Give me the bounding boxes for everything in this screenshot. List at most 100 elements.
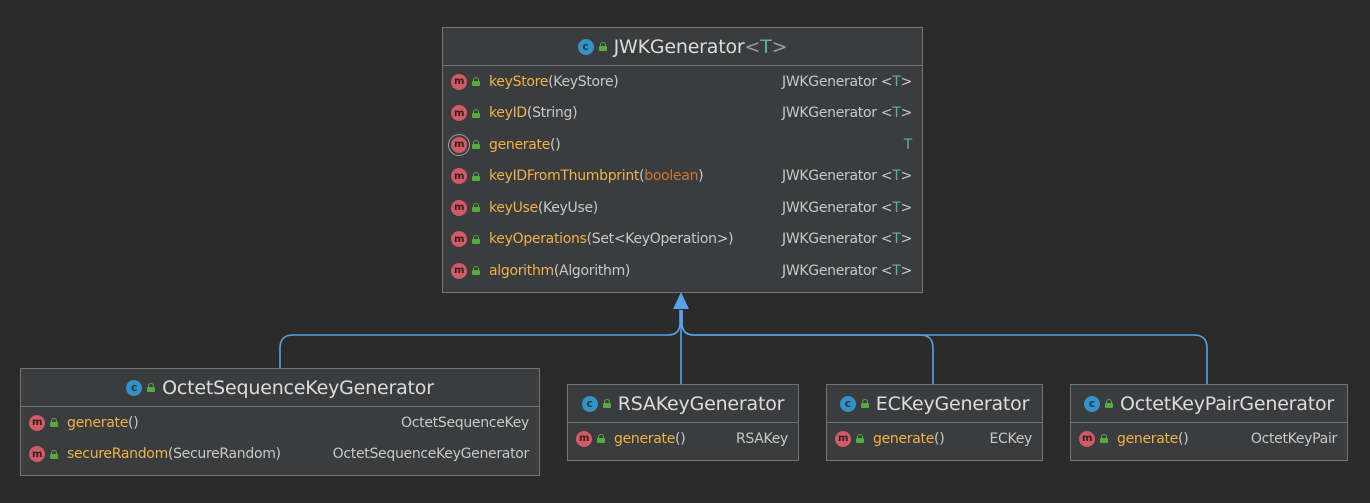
- method-icon: m: [451, 168, 467, 185]
- method-icon: m: [451, 73, 467, 90]
- class-jwkgenerator[interactable]: c JWKGenerator <T> m keyStore(KeyStore) JW…: [442, 27, 923, 293]
- method-name: keyOperations: [489, 231, 587, 248]
- method-icon: m: [835, 430, 851, 447]
- method-name: generate: [489, 136, 551, 153]
- method-params: (): [934, 430, 945, 447]
- method-params: (): [550, 136, 561, 153]
- method-return-type: JWKGenerator <T>: [782, 73, 912, 90]
- public-lock-icon: [1100, 434, 1109, 444]
- method-return-type: JWKGenerator <T>: [782, 262, 912, 279]
- class-icon: c: [126, 379, 143, 396]
- class-name: RSAKeyGenerator: [617, 392, 785, 415]
- public-lock-icon: [856, 434, 865, 444]
- method-return-type: JWKGenerator <T>: [782, 168, 912, 185]
- method-row[interactable]: m keyID(String) JWKGenerator <T>: [443, 98, 922, 130]
- method-params: (): [675, 430, 686, 447]
- method-params: (String): [526, 105, 578, 122]
- method-name: generate: [67, 414, 129, 431]
- method-icon: m: [451, 262, 467, 279]
- return-type-param: T: [892, 168, 901, 185]
- class-icon: c: [581, 395, 598, 412]
- return-type-param: T: [892, 199, 901, 216]
- method-row[interactable]: m keyStore(KeyStore) JWKGenerator <T>: [443, 66, 922, 98]
- public-lock-icon: [472, 77, 481, 87]
- method-name: keyID: [489, 105, 527, 122]
- method-params: (): [128, 414, 139, 431]
- class-icon: c: [577, 38, 594, 55]
- return-type-param: T: [903, 136, 913, 153]
- inheritance-arrowhead: [673, 292, 689, 309]
- method-return-type: OctetSequenceKeyGenerator: [332, 446, 530, 463]
- class-icon: c: [1083, 395, 1100, 412]
- public-lock-icon: [1104, 399, 1114, 408]
- class-header: c OctetKeyPairGenerator: [1071, 385, 1347, 423]
- method-name: keyStore: [489, 73, 549, 90]
- method-return-type: JWKGenerator <T>: [782, 231, 912, 248]
- method-return-type: OctetSequenceKey: [401, 414, 529, 431]
- edge-okp: [681, 310, 1208, 384]
- return-type-param: T: [892, 231, 901, 248]
- method-icon: m: [29, 414, 45, 431]
- class-octetsequencekeygenerator[interactable]: c OctetSequenceKeyGenerator m generate() O…: [20, 368, 540, 476]
- method-icon: m: [1079, 430, 1095, 447]
- method-params: (boolean): [639, 168, 704, 185]
- return-type-name: JWKGenerator: [782, 262, 877, 279]
- method-name: algorithm: [489, 262, 554, 279]
- public-lock-icon: [472, 266, 481, 276]
- method-params: (Set<KeyOperation>): [586, 231, 734, 248]
- method-icon: m: [451, 105, 467, 122]
- method-params: (Algorithm): [553, 262, 631, 279]
- method-params: (): [1178, 430, 1189, 447]
- param-type-boolean: boolean: [644, 168, 699, 185]
- class-icon: c: [839, 395, 856, 412]
- public-lock-icon: [472, 171, 481, 181]
- public-lock-icon: [472, 203, 481, 213]
- abstract-method-icon: m: [451, 136, 467, 153]
- class-octetkeypairgenerator[interactable]: c OctetKeyPairGenerator m generate() Octet…: [1070, 384, 1348, 461]
- method-row[interactable]: m generate() OctetKeyPair: [1071, 423, 1347, 455]
- public-lock-icon: [147, 383, 156, 392]
- method-return-type: RSAKey: [735, 430, 788, 447]
- class-name: JWKGenerator: [613, 35, 745, 58]
- method-return-type: OctetKeyPair: [1250, 430, 1337, 447]
- class-header: c RSAKeyGenerator: [568, 385, 798, 423]
- method-row[interactable]: m generate() T: [443, 129, 922, 161]
- class-name: OctetSequenceKeyGenerator: [162, 376, 434, 399]
- public-lock-icon: [472, 234, 481, 244]
- return-type-name: JWKGenerator: [782, 199, 877, 216]
- return-type-name: JWKGenerator: [782, 231, 877, 248]
- method-return-type: ECKey: [989, 430, 1032, 447]
- method-return-type: JWKGenerator <T>: [782, 105, 912, 122]
- return-type-param: T: [892, 105, 901, 122]
- method-name: keyIDFromThumbprint: [489, 168, 640, 185]
- method-row[interactable]: m algorithm(Algorithm) JWKGenerator <T>: [443, 255, 922, 287]
- return-type-param: T: [892, 262, 901, 279]
- public-lock-icon: [472, 108, 481, 118]
- method-icon: m: [451, 199, 467, 216]
- method-list: m generate() OctetKeyPair: [1071, 423, 1347, 455]
- edge-ec: [681, 310, 934, 384]
- method-list: m keyStore(KeyStore) JWKGenerator <T> m keyI…: [443, 66, 922, 287]
- method-icon: m: [576, 430, 592, 447]
- return-type-name: JWKGenerator: [782, 168, 877, 185]
- public-lock-icon: [860, 399, 870, 408]
- method-params: (KeyUse): [537, 199, 598, 216]
- method-name: generate: [1117, 430, 1179, 447]
- method-name: keyUse: [489, 199, 538, 216]
- public-lock-icon: [598, 42, 608, 51]
- class-header: c ECKeyGenerator: [827, 385, 1042, 423]
- method-icon: m: [29, 446, 45, 463]
- public-lock-icon: [50, 449, 59, 459]
- public-lock-icon: [50, 418, 59, 428]
- method-row[interactable]: m generate() OctetSequenceKey: [21, 407, 539, 439]
- method-row[interactable]: m keyIDFromThumbprint(boolean) JWKGenerato…: [443, 161, 922, 193]
- method-params: (KeyStore): [548, 73, 619, 90]
